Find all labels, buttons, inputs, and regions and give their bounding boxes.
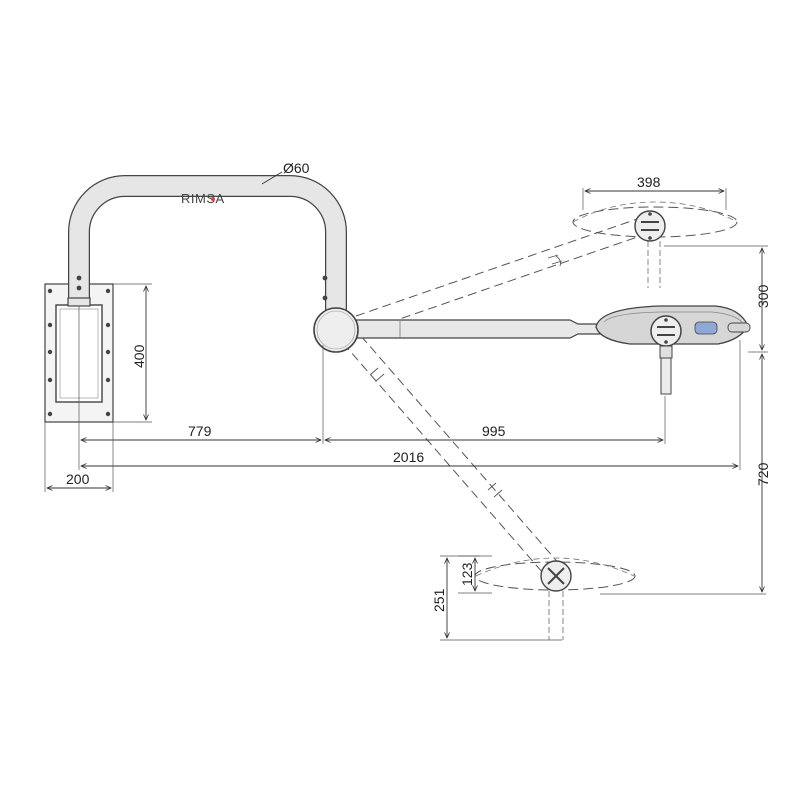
dim-label-vertical-total: 720: [755, 462, 771, 486]
dim-label-total-reach: 2016: [393, 449, 424, 465]
dim-label-lamp-height-inner: 123: [459, 562, 475, 586]
dim-label-arm-length: 995: [482, 423, 506, 439]
dim-label-lamp-width: 398: [637, 174, 661, 190]
dim-label-wall-plate-width: 200: [66, 471, 90, 487]
dimension-vertical-upper: 300: [664, 245, 771, 353]
dimension-total-reach: 2016: [81, 340, 741, 470]
dimension-reach-to-joint: 779: [78, 306, 324, 470]
lamp-head: [595, 305, 751, 395]
mounting-tube: RIMSA: [67, 175, 347, 318]
ghost-arm-upper: [355, 201, 738, 333]
dim-label-reach-to-joint: 779: [188, 423, 212, 439]
dimension-tube-diameter: Ø60: [261, 160, 310, 185]
dimension-lamp-height-inner: 123: [458, 555, 492, 594]
dimension-wall-plate-height: 400: [113, 283, 152, 423]
dim-label-vertical-upper: 300: [755, 284, 771, 308]
dimension-lamp-height-outer: 251: [431, 555, 562, 641]
dim-label-tube-diameter: Ø60: [283, 160, 310, 176]
dimension-wall-plate-width: 200: [44, 422, 114, 492]
ghost-arm-lower: [342, 335, 636, 640]
dim-label-wall-plate-height: 400: [131, 344, 147, 368]
dimension-arm-length: 995: [325, 396, 666, 444]
dimension-lamp-width: 398: [582, 174, 727, 210]
dimension-vertical-total: 720: [600, 354, 771, 595]
lamp-arm: [313, 307, 601, 353]
dim-label-lamp-height-outer: 251: [431, 588, 447, 612]
brand-logo: RIMSA: [181, 191, 225, 206]
